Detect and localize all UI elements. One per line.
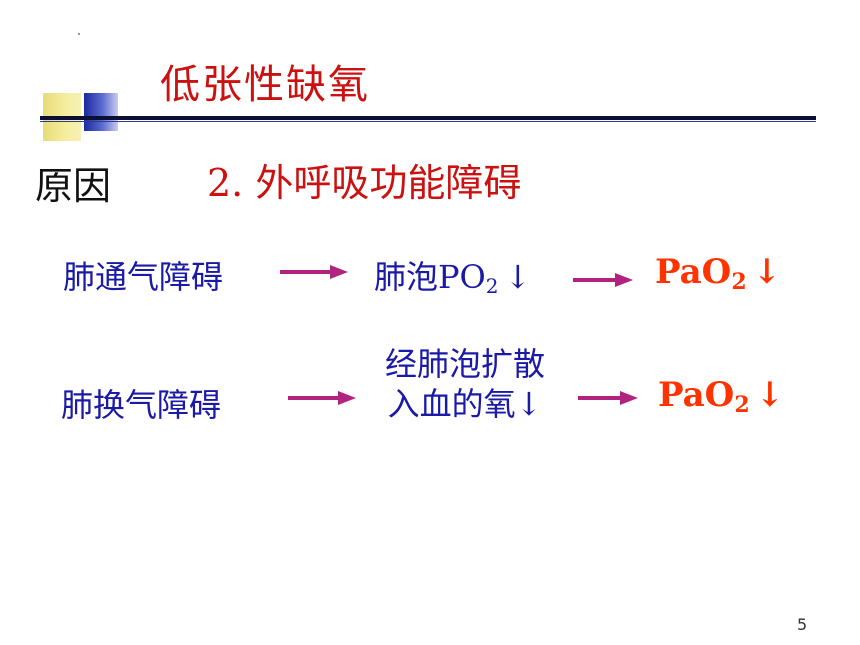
row1-cause: 肺通气障碍 <box>63 258 224 296</box>
right-arrow-icon <box>288 391 356 405</box>
subscript: 2 <box>485 274 499 298</box>
alveolar-po2-text: 肺泡PO <box>374 258 486 296</box>
down-arrow-icon: ↓ <box>755 375 785 415</box>
right-arrow-icon <box>578 391 638 405</box>
title-rule <box>40 116 816 120</box>
slide-title: 低张性缺氧 <box>160 62 370 108</box>
row1-result: PaO2↓ <box>655 252 781 295</box>
cause-heading: 2. 外呼吸功能障碍 <box>207 161 522 205</box>
row2-mechanism-line2: 入血的氧↓ <box>387 385 543 423</box>
title-rule-accent <box>40 121 816 122</box>
row2-mechanism-line1: 经肺泡扩散 <box>384 345 545 383</box>
decorative-dot <box>78 33 80 35</box>
row2-result: PaO2↓ <box>658 375 784 418</box>
pao2-text: PaO <box>655 252 732 292</box>
down-arrow-icon: ↓ <box>504 258 532 296</box>
decorative-blue-block <box>84 93 118 131</box>
row1-mechanism: 肺泡PO2↓ <box>374 252 531 298</box>
right-arrow-icon <box>573 273 633 287</box>
row2-mechanism: 经肺泡扩散 入血的氧↓ <box>366 344 564 424</box>
row2-cause: 肺换气障碍 <box>61 386 222 424</box>
pao2-text: PaO <box>658 375 735 415</box>
page-number: 5 <box>797 615 808 634</box>
cause-label: 原因 <box>35 164 112 208</box>
subscript: 2 <box>734 392 750 418</box>
down-arrow-icon: ↓ <box>752 252 782 292</box>
subscript: 2 <box>731 269 747 295</box>
right-arrow-icon <box>280 265 348 279</box>
